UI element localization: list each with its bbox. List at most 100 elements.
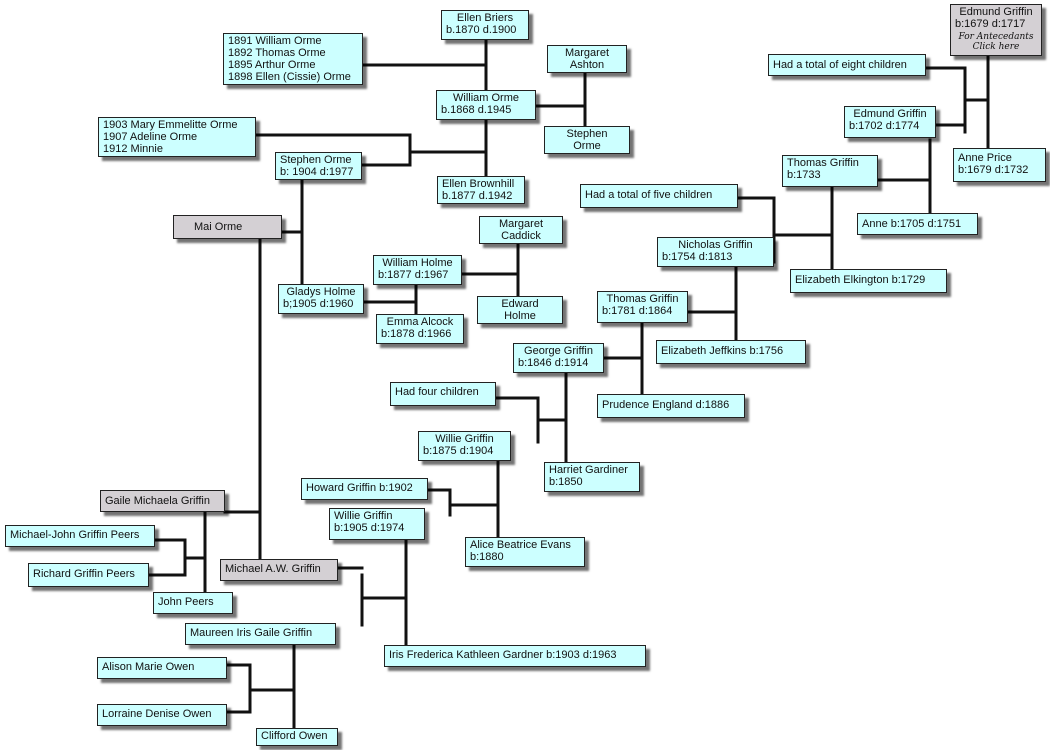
person-william-orme[interactable]: William Orme b.1868 d.1945 — [436, 90, 536, 120]
person-howard-griffin[interactable]: Howard Griffin b:1902 — [301, 478, 428, 500]
person-surname: Ashton — [569, 59, 605, 71]
person-mai-orme[interactable]: Mai Orme — [173, 215, 282, 239]
note-text: Had a total of eight children — [773, 59, 907, 71]
person-dates: b:1875 d:1904 — [423, 445, 494, 457]
orme-children-list[interactable]: 1891 William Orme 1892 Thomas Orme 1895 … — [223, 33, 363, 85]
person-john-peers[interactable]: John Peers — [153, 592, 233, 614]
person-edmund-griffin-1679[interactable]: Edmund Griffin b:1679 d:1717 For Anteced… — [950, 4, 1042, 56]
note-five-children[interactable]: Had a total of five children — [580, 184, 738, 208]
person-prudence-england[interactable]: Prudence England d:1886 — [597, 394, 745, 418]
person-name: Margaret — [498, 218, 544, 230]
person-willie-griffin-1875[interactable]: Willie Griffin b:1875 d:1904 — [418, 431, 511, 461]
antecedants-line-1: For Antecedants — [958, 32, 1034, 42]
person-name: Gladys Holme — [286, 286, 356, 298]
person-gaile-michaela-griffin[interactable]: Gaile Michaela Griffin — [100, 490, 225, 512]
person-elizabeth-jeffkins[interactable]: Elizabeth Jeffkins b:1756 — [656, 340, 806, 364]
person-name: William Orme — [453, 92, 519, 104]
person-name: Stephen — [566, 128, 608, 140]
note-four-children[interactable]: Had four children — [390, 382, 496, 406]
person-name: Alison Marie Owen — [102, 661, 195, 673]
person-richard-griffin-peers[interactable]: Richard Griffin Peers — [28, 563, 149, 587]
person-alice-evans[interactable]: Alice Beatrice Evans b:1880 — [465, 537, 585, 567]
antecedants-line-2: Click here — [972, 42, 1020, 52]
orme-daughters-list[interactable]: 1903 Mary Emmelitte Orme 1907 Adeline Or… — [98, 117, 256, 157]
person-george-griffin[interactable]: George Griffin b:1846 d:1914 — [513, 343, 604, 373]
person-name: Edward — [501, 298, 539, 310]
person-dates: b:1880 — [470, 551, 504, 563]
person-name: Edmund Griffin — [959, 6, 1033, 18]
person-name: Margaret — [564, 47, 610, 59]
person-michael-aw-griffin[interactable]: Michael A.W. Griffin — [220, 559, 338, 581]
person-name: Maureen Iris Gaile Griffin — [190, 627, 313, 639]
person-stephen-orme-sr[interactable]: Stephen Orme — [544, 126, 630, 154]
person-william-holme[interactable]: William Holme b:1877 d:1967 — [373, 255, 462, 285]
person-surname: Orme — [573, 140, 601, 152]
person-name: Howard Griffin b:1902 — [306, 482, 413, 494]
person-ellen-briers[interactable]: Ellen Briers b.1870 d.1900 — [441, 10, 529, 40]
person-alison-marie-owen[interactable]: Alison Marie Owen — [97, 657, 227, 679]
person-name: Thomas Griffin — [606, 293, 679, 305]
person-name: Thomas Griffin — [787, 157, 859, 169]
person-surname: Caddick — [501, 230, 541, 242]
person-name: John Peers — [158, 596, 214, 608]
person-name: Prudence England d:1886 — [602, 399, 730, 411]
person-name: Stephen Orme — [280, 154, 352, 166]
person-dates: b:1754 d:1813 — [662, 251, 733, 263]
daughter-line-3: 1912 Minnie — [103, 143, 163, 155]
person-dates: b:1850 — [549, 476, 583, 488]
person-name: William Holme — [382, 257, 453, 269]
person-name: Clifford Owen — [261, 730, 328, 742]
person-dates: b.1868 d.1945 — [441, 104, 512, 116]
person-name: Harriet Gardiner — [549, 464, 628, 476]
person-dates: b:1878 d:1966 — [381, 328, 452, 340]
person-dates: b;1905 d:1960 — [283, 298, 354, 310]
person-stephen-orme[interactable]: Stephen Orme b: 1904 d:1977 — [275, 152, 362, 180]
person-dates: b:1733 — [787, 169, 821, 181]
person-name: Michael-John Griffin Peers — [10, 529, 140, 541]
person-thomas-griffin-1733[interactable]: Thomas Griffin b:1733 — [782, 155, 878, 187]
person-elizabeth-elkington[interactable]: Elizabeth Elkington b:1729 — [790, 269, 947, 293]
person-anne-price[interactable]: Anne Price b:1679 d:1732 — [953, 148, 1046, 182]
person-dates: b:1781 d:1864 — [602, 305, 673, 317]
person-name: Gaile Michaela Griffin — [105, 495, 210, 507]
person-nicholas-griffin[interactable]: Nicholas Griffin b:1754 d:1813 — [657, 237, 774, 267]
person-name: Ellen Brownhill — [442, 178, 515, 190]
note-eight-children[interactable]: Had a total of eight children — [768, 54, 926, 76]
person-name: George Griffin — [524, 345, 593, 357]
person-margaret-ashton[interactable]: Margaret Ashton — [547, 45, 627, 73]
antecedants-link[interactable]: For Antecedants Click here — [955, 32, 1037, 52]
person-gladys-holme[interactable]: Gladys Holme b;1905 d:1960 — [278, 284, 364, 314]
person-iris-frederica-kathleen-gardner[interactable]: Iris Frederica Kathleen Gardner b:1903 d… — [384, 645, 646, 667]
child-line-2: 1892 Thomas Orme — [228, 47, 326, 59]
person-willie-griffin-1905[interactable]: Willie Griffin b:1905 d:1974 — [329, 508, 425, 540]
person-dates: b:1679 d:1732 — [958, 164, 1029, 176]
person-name: Alice Beatrice Evans — [470, 539, 571, 551]
person-name: Willie Griffin — [435, 433, 494, 445]
person-maureen-iris-gaile-griffin[interactable]: Maureen Iris Gaile Griffin — [185, 623, 336, 645]
person-ellen-brownhill[interactable]: Ellen Brownhill b.1877 d.1942 — [437, 176, 525, 204]
person-name: Richard Griffin Peers — [33, 568, 135, 580]
person-name: Mai Orme — [194, 221, 243, 233]
person-name: Lorraine Denise Owen — [102, 708, 212, 720]
person-name: Anne b:1705 d:1751 — [862, 218, 962, 230]
person-name: Elizabeth Elkington b:1729 — [795, 274, 926, 286]
person-harriet-gardiner[interactable]: Harriet Gardiner b:1850 — [544, 462, 640, 492]
person-emma-alcock[interactable]: Emma Alcock b:1878 d:1966 — [376, 314, 464, 344]
note-text: Had four children — [395, 386, 479, 398]
person-michael-john-griffin-peers[interactable]: Michael-John Griffin Peers — [5, 525, 155, 547]
daughter-line-1: 1903 Mary Emmelitte Orme — [103, 119, 238, 131]
person-dates: b:1846 d:1914 — [518, 357, 589, 369]
person-margaret-caddick[interactable]: Margaret Caddick — [479, 216, 563, 244]
person-name: Michael A.W. Griffin — [225, 563, 321, 575]
person-lorraine-denise-owen[interactable]: Lorraine Denise Owen — [97, 704, 227, 726]
person-edward-holme[interactable]: Edward Holme — [477, 296, 563, 324]
person-anne-1705[interactable]: Anne b:1705 d:1751 — [857, 213, 978, 235]
person-thomas-griffin-1781[interactable]: Thomas Griffin b:1781 d:1864 — [597, 291, 688, 323]
person-edmund-griffin-1702[interactable]: Edmund Griffin b:1702 d:1774 — [844, 106, 936, 138]
child-line-3: 1895 Arthur Orme — [228, 59, 316, 71]
person-clifford-owen[interactable]: Clifford Owen — [256, 728, 338, 746]
person-name: Emma Alcock — [386, 316, 454, 328]
child-line-4: 1898 Ellen (Cissie) Orme — [228, 71, 351, 83]
